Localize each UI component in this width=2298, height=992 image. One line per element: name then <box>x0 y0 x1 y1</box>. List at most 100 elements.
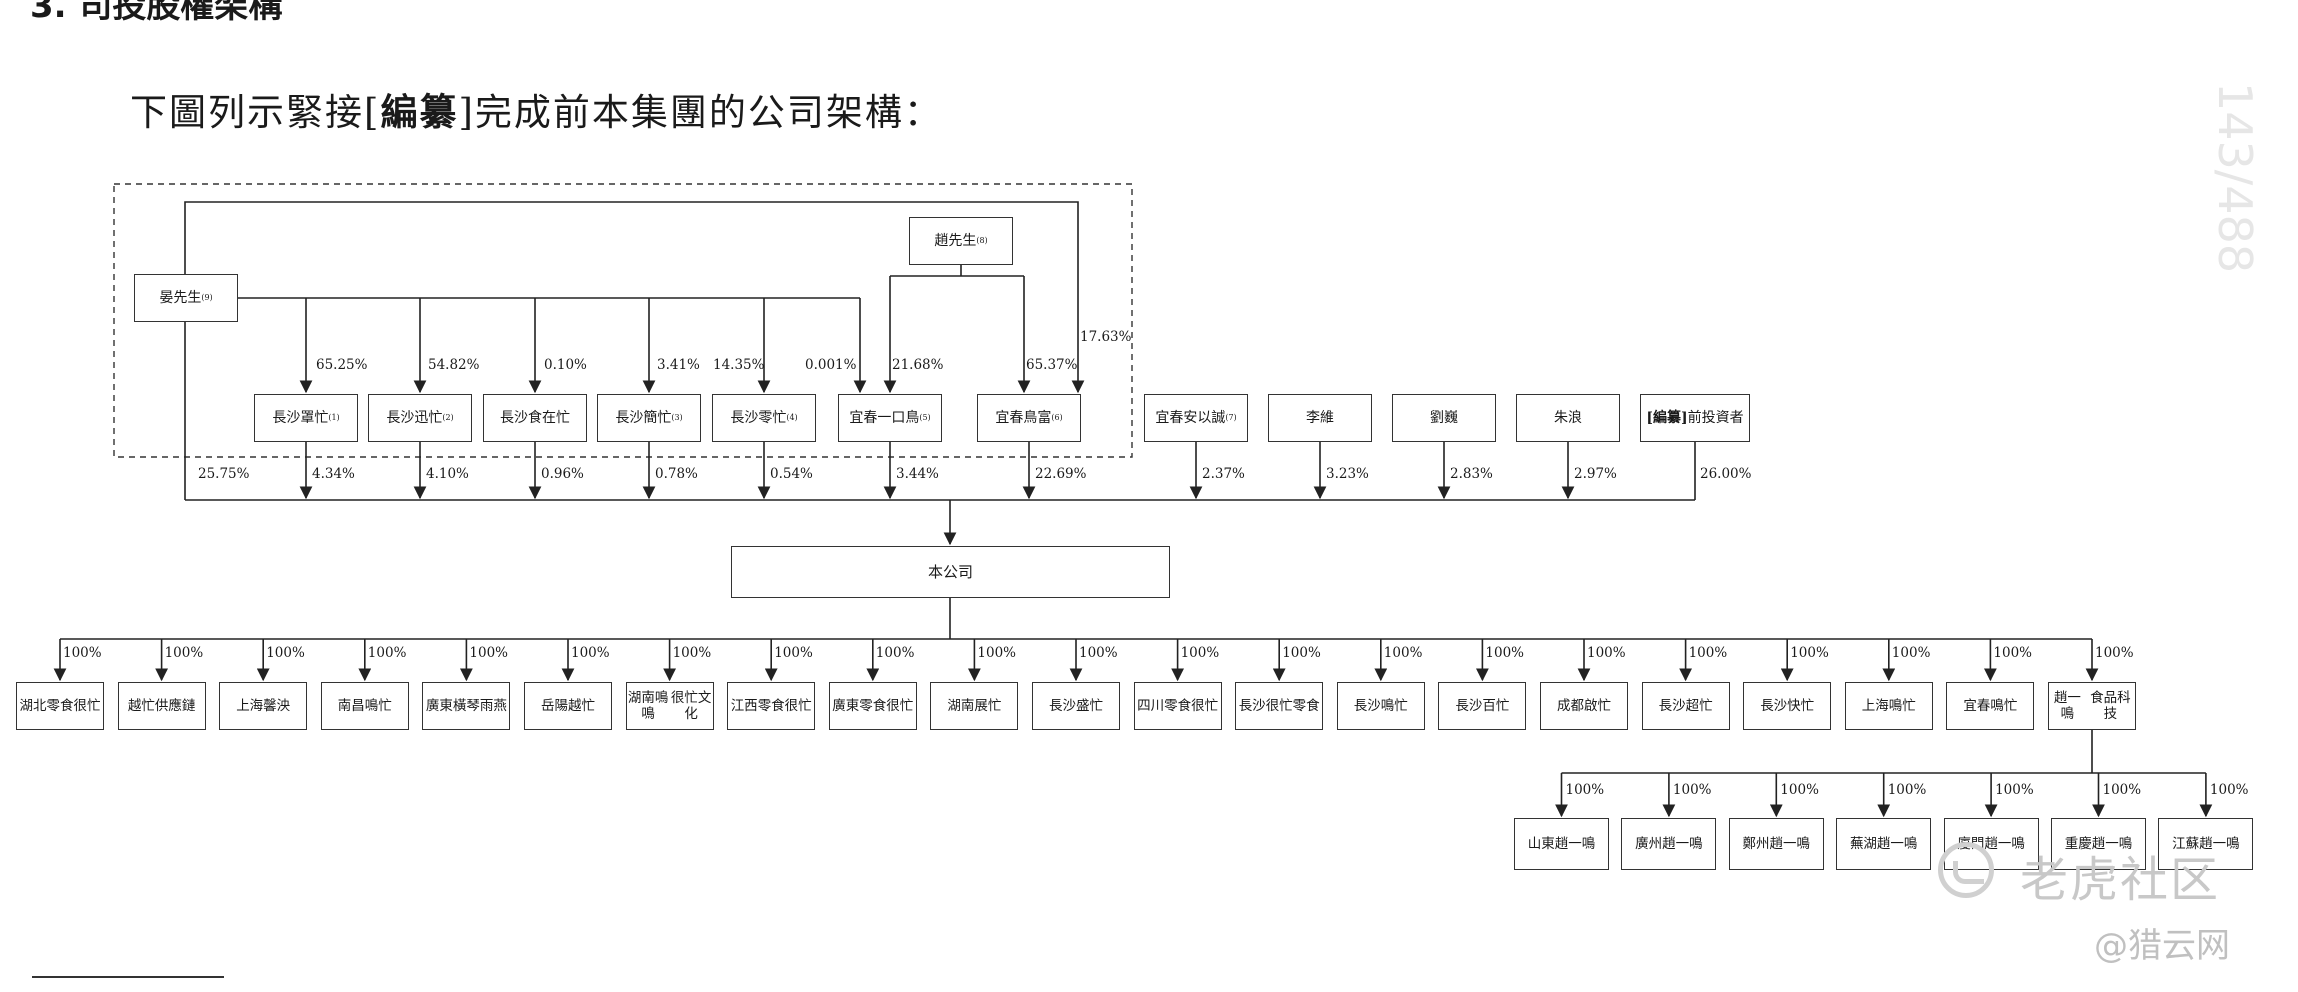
pct-yan-link-1: 54.82% <box>428 357 480 373</box>
subsidiary-4-label: 廣東 <box>425 698 453 714</box>
footnote-marker: (2) <box>442 413 454 422</box>
subsidiary-14-label: 長沙百忙 <box>1455 698 1510 714</box>
pct-sub-11: 100% <box>1180 645 1220 661</box>
sub-subsidiary-5-label: 重慶趙一鳴 <box>2064 836 2133 852</box>
shareholder-zhao-label: 趙先生 <box>934 233 977 249</box>
holding-entity-4: 長沙零忙(4) <box>712 394 816 442</box>
shareholder-zhao: 趙先生(8) <box>909 217 1013 265</box>
holding-entity-1-label: 長沙迅忙 <box>386 410 443 426</box>
holding-entity-0: 長沙罩忙(1) <box>254 394 358 442</box>
subsidiary-10-label: 長沙盛忙 <box>1049 698 1103 714</box>
footnote-marker: (7) <box>1225 413 1237 422</box>
pct-sub-8: 100% <box>875 645 915 661</box>
holding-entity-0-label: 長沙罩忙 <box>272 410 329 426</box>
sub-subsidiary-1: 廣州趙一鳴 <box>1621 818 1717 870</box>
pct-entity-0: 4.34% <box>312 466 355 482</box>
intro-sentence: 下圖列示緊接[編纂]完成前本集團的公司架構： <box>130 82 943 136</box>
subsidiary-19-label: 宜春鳴忙 <box>1963 698 2018 714</box>
subsidiary-11-label: 四川 <box>1137 698 1165 714</box>
pct-investor-4: 26.00% <box>1700 466 1752 482</box>
pct-sub-13: 100% <box>1383 645 1423 661</box>
subsidiary-11: 四川零食很忙 <box>1133 682 1222 730</box>
subsidiary-7-label: 江西 <box>730 698 758 714</box>
pct-subsub-0: 100% <box>1565 782 1605 798</box>
pct-subsub-2: 100% <box>1780 782 1819 798</box>
pct-sub-17: 100% <box>1790 645 1829 661</box>
pct-investor-2: 2.83% <box>1450 466 1493 482</box>
shareholder-yan-label: 晏先生 <box>159 290 202 306</box>
sub-subsidiary-0-label: 山東趙一鳴 <box>1527 836 1596 852</box>
subsidiary-7-label: 零食很忙 <box>757 698 812 714</box>
sub-subsidiary-1-label: 廣州趙一鳴 <box>1635 836 1703 852</box>
footnote-marker: (4) <box>786 413 798 422</box>
pct-subsub-1: 100% <box>1672 782 1712 798</box>
pct-sub-12: 100% <box>1282 645 1321 661</box>
sub-subsidiary-3-label: 蕪湖趙一鳴 <box>1849 836 1918 852</box>
pct-sub-6: 100% <box>672 645 712 661</box>
subsidiary-3-label: 南昌鳴忙 <box>337 698 392 714</box>
subsidiary-0-label: 零食很忙 <box>46 698 101 714</box>
holding-entity-2-label: 長沙食在忙 <box>500 410 570 426</box>
pct-sub-5: 100% <box>571 645 610 661</box>
subsidiary-9: 湖南展忙 <box>930 682 1019 730</box>
pct-sub-16: 100% <box>1688 645 1728 661</box>
intro-redacted: 編纂 <box>380 91 459 134</box>
subsidiary-15: 成都啟忙 <box>1540 682 1628 730</box>
pct-sub-14: 100% <box>1485 645 1524 661</box>
sub-subsidiary-2: 鄭州趙一鳴 <box>1728 818 1824 870</box>
pct-investor-1: 3.23% <box>1326 466 1369 482</box>
pre-ipo-investors: [編纂]前投資者 <box>1640 394 1750 442</box>
subsidiary-11-label: 零食很忙 <box>1164 698 1219 714</box>
pct-yan-link-4: 14.35% <box>713 357 765 373</box>
subsidiary-7: 江西零食很忙 <box>727 682 816 730</box>
pct-entity-1: 4.10% <box>426 466 469 482</box>
pct-sub-9: 100% <box>977 645 1016 661</box>
other-investor-0-label: 宜春安以誠 <box>1155 410 1226 426</box>
subsidiary-12-label: 很忙零食 <box>1265 698 1320 714</box>
subsidiary-20-label: 趙一鳴 <box>2053 690 2081 722</box>
pct-entity-2: 0.96% <box>541 466 584 482</box>
other-investor-1: 李維 <box>1268 394 1372 442</box>
subsidiary-1-label: 越忙供應鏈 <box>127 698 196 714</box>
other-investor-2-label: 劉巍 <box>1430 410 1458 426</box>
pct-sub-7: 100% <box>774 645 813 661</box>
sub-subsidiary-6-label: 江蘇趙一鳴 <box>2172 836 2240 852</box>
pct-sub-4: 100% <box>469 645 508 661</box>
pct-yan-direct: 25.75% <box>198 466 250 482</box>
pre-ipo-investors-label: 前 <box>1687 410 1702 426</box>
holding-entity-5-label: 宜春一口鳥 <box>849 410 920 426</box>
subsidiary-16: 長沙超忙 <box>1641 682 1730 730</box>
pct-subsub-5: 100% <box>2102 782 2142 798</box>
holding-entity-2: 長沙食在忙 <box>483 394 587 442</box>
sub-subsidiary-0: 山東趙一鳴 <box>1514 818 1609 870</box>
subsidiary-20: 趙一鳴食品科技 <box>2048 682 2136 730</box>
pct-sub-3: 100% <box>367 645 407 661</box>
other-investor-2: 劉巍 <box>1392 394 1496 442</box>
pct-sub-0: 100% <box>63 645 102 661</box>
pct-yan-link-0: 65.25% <box>316 357 368 373</box>
subsidiary-10: 長沙盛忙 <box>1032 682 1120 730</box>
pct-zhao-yikou: 21.68% <box>892 357 944 373</box>
subsidiary-1: 越忙供應鏈 <box>117 682 206 730</box>
subsidiary-2-label: 上海馨泱 <box>236 698 291 714</box>
subsidiary-13-label: 長沙鳴忙 <box>1353 698 1408 714</box>
page-number-watermark: 143/488 <box>2208 82 2262 274</box>
subsidiary-16-label: 長沙超忙 <box>1658 698 1713 714</box>
holding-entity-3: 長沙簡忙(3) <box>597 394 701 442</box>
footnote-marker: (8) <box>976 236 988 245</box>
pct-sub-19: 100% <box>1993 645 2032 661</box>
subsidiary-4-label: 橫琴雨燕 <box>452 698 507 714</box>
intro-suffix: ]完成前本集團的公司架構： <box>458 91 943 134</box>
pct-sub-1: 100% <box>164 645 204 661</box>
subsidiary-17: 長沙快忙 <box>1743 682 1832 730</box>
subsidiary-5: 岳陽越忙 <box>524 682 612 730</box>
subsidiary-0: 湖北零食很忙 <box>16 682 104 730</box>
subsidiary-12: 長沙很忙零食 <box>1235 682 1324 730</box>
pct-entity-5: 3.44% <box>896 466 939 482</box>
pct-sub-10: 100% <box>1079 645 1118 661</box>
redacted-label: [編纂] <box>1646 410 1688 426</box>
footnote-marker: (3) <box>671 413 683 422</box>
subsidiary-6-label: 很忙文化 <box>670 690 712 722</box>
subsidiary-8: 廣東零食很忙 <box>828 682 917 730</box>
subsidiary-4: 廣東橫琴雨燕 <box>422 682 511 730</box>
